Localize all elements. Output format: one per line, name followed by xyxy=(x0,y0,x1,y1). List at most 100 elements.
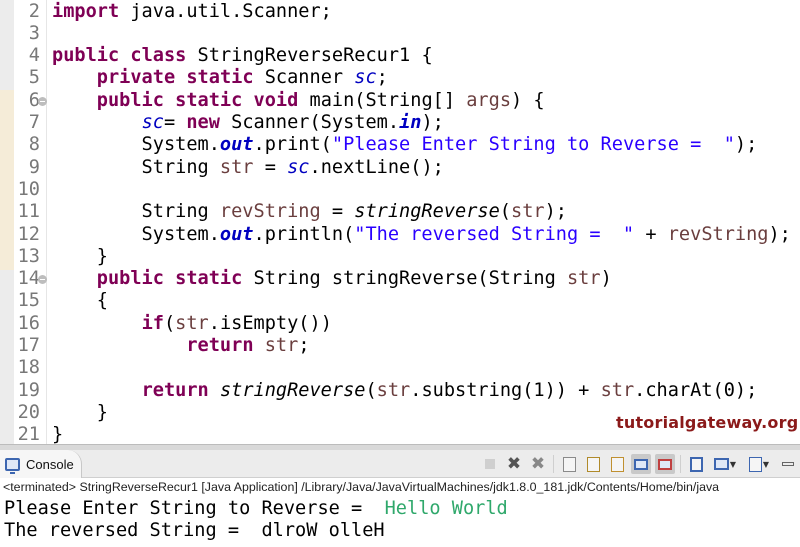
code-line[interactable]: 21} xyxy=(0,424,800,444)
code-text: import java.util.Scanner; xyxy=(52,1,332,24)
code-line[interactable]: 5 private static Scanner sc; xyxy=(0,67,800,90)
fold-collapse-icon[interactable] xyxy=(38,275,47,285)
code-token: .isEmpty()) xyxy=(208,312,332,334)
clear-console-icon[interactable] xyxy=(559,454,579,474)
code-line[interactable]: 12 System.out.println("The reversed Stri… xyxy=(0,224,800,247)
remove-all-terminated-icon[interactable]: ✖ xyxy=(530,454,546,474)
output-user-input: Hello World xyxy=(384,498,508,519)
line-number: 9 xyxy=(28,156,40,178)
line-number: 21 xyxy=(17,424,40,444)
code-text: public class StringReverseRecur1 { xyxy=(52,45,433,68)
code-token: java.util.Scanner; xyxy=(119,0,332,22)
code-token: .print( xyxy=(253,134,332,156)
show-on-stdout-icon[interactable] xyxy=(631,454,651,474)
terminate-icon[interactable] xyxy=(480,454,500,474)
code-token xyxy=(242,90,253,111)
code-text: } xyxy=(52,246,108,269)
remove-launch-icon[interactable]: ✖ xyxy=(506,454,522,474)
code-token: main(String[] xyxy=(298,89,467,111)
fold-collapse-icon[interactable] xyxy=(38,96,47,106)
scroll-lock-icon[interactable] xyxy=(583,454,603,474)
code-token xyxy=(52,335,186,356)
code-token xyxy=(254,335,265,356)
code-line[interactable]: 14 public static String stringReverse(St… xyxy=(0,268,800,291)
line-number: 7 xyxy=(28,112,40,133)
code-token: .charAt(0); xyxy=(634,379,758,401)
open-console-icon[interactable]: ▼ xyxy=(744,454,774,474)
line-number: 2 xyxy=(28,0,40,22)
code-line[interactable]: 8 System.out.print("Please Enter String … xyxy=(0,134,800,157)
code-token: ( xyxy=(163,312,176,334)
console-output[interactable]: Please Enter String to Reverse = Hello W… xyxy=(4,498,508,542)
code-line[interactable]: 13 } xyxy=(0,246,800,269)
code-line[interactable]: 6 public static void main(String[] args)… xyxy=(0,90,800,113)
code-line[interactable]: 10 xyxy=(0,179,800,202)
minimize-icon[interactable] xyxy=(778,454,798,474)
line-number: 11 xyxy=(17,201,40,223)
output-prompt: Please Enter String to Reverse = xyxy=(4,498,385,519)
code-token: = xyxy=(163,112,187,133)
code-text: private static Scanner sc; xyxy=(52,67,388,90)
code-text: String revString = stringReverse(str); xyxy=(52,201,567,224)
code-token: args xyxy=(466,89,512,111)
code-token: { xyxy=(52,290,108,312)
code-token: str xyxy=(376,379,411,401)
console-monitor-icon xyxy=(5,457,20,474)
tab-console-label: Console xyxy=(26,456,74,472)
code-token: Scanner xyxy=(253,67,355,89)
code-token xyxy=(175,67,186,88)
code-token: str xyxy=(600,379,635,401)
code-text: String str = sc.nextLine(); xyxy=(52,157,444,180)
code-line[interactable]: 2 import java.util.Scanner; xyxy=(0,1,800,24)
code-line[interactable]: 17 return str; xyxy=(0,335,800,358)
code-line[interactable]: 9 String str = sc.nextLine(); xyxy=(0,157,800,180)
code-token: revString xyxy=(667,223,769,245)
code-token: ); xyxy=(768,223,791,245)
change-marker xyxy=(0,90,14,270)
code-line[interactable]: 15 { xyxy=(0,290,800,313)
tab-console[interactable]: Console xyxy=(0,450,82,478)
watermark: tutorialgateway.org xyxy=(616,413,799,432)
code-token: static xyxy=(175,89,243,111)
code-token xyxy=(164,90,175,111)
code-token: public xyxy=(96,89,164,111)
code-line[interactable]: 16 if(str.isEmpty()) xyxy=(0,313,800,336)
code-token: .substring(1)) + xyxy=(410,379,601,401)
code-token xyxy=(52,313,142,334)
code-line[interactable]: 20 } xyxy=(0,402,800,425)
line-number: 17 xyxy=(17,335,40,356)
code-token: ); xyxy=(421,112,444,133)
code-token: ); xyxy=(544,201,567,223)
code-token xyxy=(164,268,175,289)
code-token: if xyxy=(141,312,164,334)
code-token: revString xyxy=(219,201,321,223)
display-selected-console-icon[interactable]: ▼ xyxy=(710,454,740,474)
code-token xyxy=(209,380,220,401)
show-on-stderr-icon[interactable] xyxy=(655,454,675,474)
code-text: sc= new Scanner(System.in); xyxy=(52,112,444,135)
code-token: str xyxy=(219,156,254,178)
code-token: out xyxy=(219,134,254,156)
code-token: in xyxy=(399,112,422,133)
code-token: StringReverseRecur1 { xyxy=(186,45,433,67)
code-line[interactable]: 3 xyxy=(0,23,800,46)
line-number: 12 xyxy=(17,223,40,245)
code-line[interactable]: 7 sc= new Scanner(System.in); xyxy=(0,112,800,135)
code-token: str xyxy=(566,268,601,290)
code-line[interactable]: 19 return stringReverse(str.substring(1)… xyxy=(0,380,800,403)
code-line[interactable]: 11 String revString = stringReverse(str)… xyxy=(0,201,800,224)
word-wrap-icon[interactable] xyxy=(607,454,627,474)
code-token: static xyxy=(186,67,254,89)
pin-console-icon[interactable] xyxy=(686,454,706,474)
line-number: 20 xyxy=(17,401,40,423)
line-number: 16 xyxy=(17,312,40,334)
panel-splitter[interactable] xyxy=(0,444,800,450)
code-token xyxy=(52,90,97,111)
left-ruler xyxy=(0,0,14,444)
code-text: } xyxy=(52,402,108,425)
code-token: .nextLine(); xyxy=(309,156,444,178)
code-token xyxy=(52,268,97,289)
code-line[interactable]: 18 xyxy=(0,357,800,380)
